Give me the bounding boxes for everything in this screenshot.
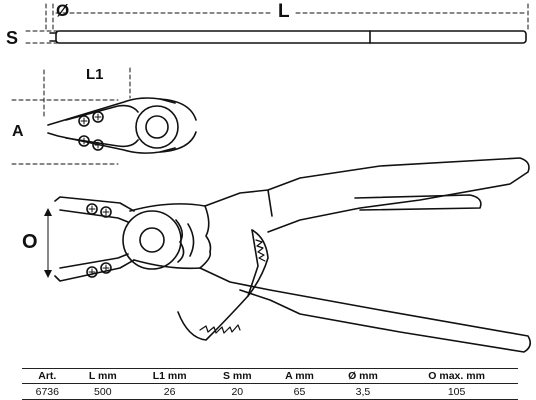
- cell-tip-length: 26: [132, 383, 207, 400]
- col-thickness: S mm: [206, 368, 269, 384]
- pliers-side-view: [54, 157, 532, 353]
- pliers-technical-drawing: [11, 3, 532, 353]
- diameter-label: Ø: [56, 1, 70, 20]
- opening-dimension: [44, 208, 52, 278]
- cell-diameter: 3,5: [330, 383, 396, 400]
- cell-thickness: 20: [206, 383, 269, 400]
- col-art: Art.: [22, 368, 73, 384]
- tip-spread-label: A: [12, 123, 24, 140]
- opening-label: O: [22, 231, 38, 253]
- col-opening: O max. mm: [395, 368, 518, 384]
- cell-spread: 65: [268, 383, 331, 400]
- thickness-label: S: [6, 28, 19, 48]
- dimension-lines-top: [25, 3, 529, 44]
- cell-opening: 105: [395, 383, 518, 400]
- col-diameter: Ø mm: [330, 368, 396, 384]
- col-tip-length: L1 mm: [132, 368, 207, 384]
- table-header-row: Art. L mm L1 mm S mm A mm Ø mm O max. mm: [22, 368, 518, 384]
- table-row: 6736 500 26 20 65 3,5 105: [22, 383, 518, 400]
- col-spread: A mm: [268, 368, 331, 384]
- specification-table: Art. L mm L1 mm S mm A mm Ø mm O max. mm…: [22, 368, 518, 400]
- dimension-lines-tip: [11, 67, 131, 165]
- pliers-tip-detail: [47, 97, 197, 154]
- tip-length-label: L1: [86, 66, 104, 83]
- pliers-top-view: [49, 30, 527, 44]
- cell-art: 6736: [22, 383, 73, 400]
- cell-length: 500: [72, 383, 133, 400]
- col-length: L mm: [72, 368, 133, 384]
- length-label: L: [278, 1, 290, 22]
